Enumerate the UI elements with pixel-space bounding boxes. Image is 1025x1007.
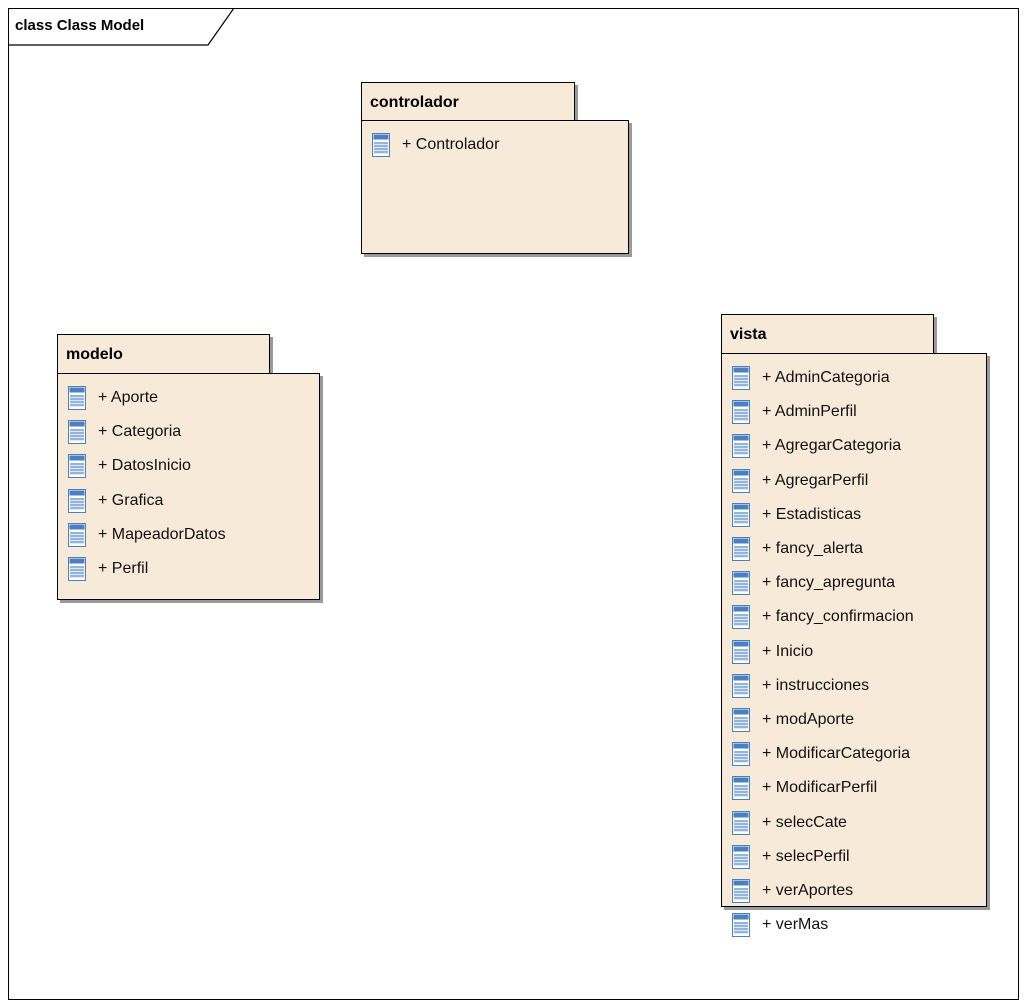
class-icon [732,571,750,596]
package-class-item[interactable]: + AgregarCategoria [732,432,901,460]
package-modelo[interactable]: modelo + Aporte+ Categoria+ DatosInicio+… [57,334,320,600]
class-item-label: + AdminPerfil [762,403,857,421]
class-icon [732,639,750,664]
frame-tab-outline [8,8,235,46]
class-item-label: + Categoria [98,423,182,441]
class-icon [732,879,750,903]
package-tab: controlador [361,82,575,121]
package-class-item[interactable]: + Aporte [68,384,158,412]
package-vista[interactable]: vista + AdminCategoria + AdminPerfil + Agr… [721,314,987,938]
package-class-item[interactable]: + Categoria [68,418,181,446]
class-icon [732,537,750,561]
frame-title-tab: class Class Model [8,8,238,48]
class-item-label: + ModificarPerfil [762,779,878,797]
package-class-item[interactable]: + MapeadorDatos [68,521,226,549]
class-icon [732,742,750,767]
class-item-label: + Perfil [98,560,149,577]
package-class-item[interactable]: + Grafica [68,487,163,515]
class-icon [68,454,86,479]
class-item-label: + AdminCategoria [762,369,890,386]
class-item-label: + MapeadorDatos [98,525,226,543]
package-class-item[interactable]: + modAporte [732,706,854,734]
class-icon [68,557,86,581]
package-class-item[interactable]: + Inicio [732,638,813,666]
package-body: + AdminCategoria + AdminPerfil + AgregarCa… [721,353,987,938]
class-icon [732,673,750,698]
class-item-label: + instrucciones [762,676,870,694]
package-class-item[interactable]: + Estadisticas [732,501,861,529]
package-class-item[interactable]: + verAportes [732,877,853,905]
package-class-item[interactable]: + ModificarCategoria [732,740,910,768]
package-class-item[interactable]: + DatosInicio [68,452,191,480]
class-item-label: + Aporte [98,389,159,406]
class-icon [68,522,86,547]
class-item-label: + AgregarPerfil [762,471,869,489]
package-tab: modelo [57,334,270,374]
package-class-item[interactable]: + fancy_apregunta [732,569,895,597]
class-icon [68,386,86,410]
class-icon [732,776,750,801]
class-icon [732,810,750,835]
package-class-item[interactable]: + selecCate [732,809,847,837]
class-item-label: + ModificarCategoria [762,745,911,763]
package-class-item[interactable]: + fancy_confirmacion [732,603,914,631]
class-item-label: + Controlador [402,136,500,153]
package-class-item[interactable]: + selecPerfil [732,843,850,871]
package-tab: vista [721,314,934,354]
class-item-label: + fancy_confirmacion [762,608,914,626]
class-icon [732,468,750,493]
package-controlador[interactable]: controlador + Controlador [361,82,629,254]
package-class-item[interactable]: + instrucciones [732,672,869,700]
class-item-label: + verAportes [762,882,854,899]
class-icon [68,420,86,445]
class-item-label: + selecPerfil [762,847,850,865]
frame-title: class Class Model [15,17,145,34]
package-class-item[interactable]: + Perfil [68,555,148,583]
class-icon [68,488,86,513]
package-class-item[interactable]: + ModificarPerfil [732,774,877,802]
class-item-label: + verMas [762,916,829,934]
class-icon [732,400,750,425]
class-icon [732,366,750,390]
class-item-label: + modAporte [762,711,855,728]
package-body: + Aporte + Categoria + DatosInicio + Grafic… [57,373,320,600]
package-name: modelo [66,346,123,363]
class-item-label: + Estadisticas [762,505,862,523]
class-item-label: + fancy_alerta [762,540,863,557]
class-item-label: + Grafica [98,491,164,509]
class-icon [732,913,750,938]
class-icon [732,844,750,869]
class-item-label: + fancy_apregunta [762,574,895,592]
class-item-label: + AgregarCategoria [762,437,902,455]
package-body: + Controlador [361,120,629,254]
package-class-item[interactable]: + AgregarPerfil [732,467,868,495]
class-icon [732,502,750,527]
package-class-item[interactable]: + AdminCategoria [732,364,890,392]
package-class-item[interactable]: + fancy_alerta [732,535,863,563]
class-item-label: + selecCate [762,813,847,831]
class-icon [732,434,750,459]
package-name: vista [730,326,767,343]
class-item-label: + Inicio [762,642,814,660]
class-icon [732,605,750,630]
class-icon [732,708,750,732]
package-class-item[interactable]: + verMas [732,911,828,939]
package-class-item[interactable]: + Controlador [372,131,499,159]
package-name: controlador [370,94,459,111]
class-icon [372,133,390,157]
class-item-label: + DatosInicio [98,457,191,475]
package-class-item[interactable]: + AdminPerfil [732,398,857,426]
